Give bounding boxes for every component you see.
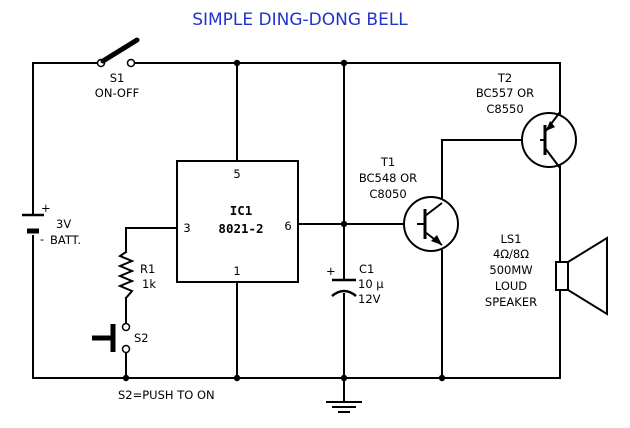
battery: + - 3V BATT.: [22, 201, 81, 247]
transistor-t1: T1 BC548 OR C8050: [359, 155, 459, 252]
ic1-pin-top: 5: [233, 167, 240, 181]
ic1-part: 8021-2: [218, 221, 263, 236]
ic1-pin-left: 3: [183, 221, 190, 235]
ls1-line2: SPEAKER: [485, 295, 537, 309]
r1-ref: R1: [140, 262, 155, 276]
switch-s1: S1 ON-OFF: [95, 37, 140, 100]
t1-part: BC548 OR: [359, 171, 417, 185]
s1-label: ON-OFF: [95, 86, 139, 100]
c1-plus: +: [326, 264, 336, 278]
t2-ref: T2: [497, 71, 512, 85]
ic1-pin-bottom: 1: [233, 264, 240, 278]
ic1: IC1 8021-2 5 3 6 1: [176, 160, 299, 283]
transistor-t2: T2 BC557 OR C8550: [476, 71, 577, 169]
t1-ref: T1: [380, 155, 395, 169]
c1-ref: C1: [359, 262, 374, 276]
battery-label: BATT.: [50, 233, 81, 247]
c1-value: 10 μ: [358, 277, 384, 291]
speaker-ls1: LS1 4Ω/8Ω 500MW LOUD SPEAKER: [485, 232, 608, 316]
battery-plus: +: [41, 201, 51, 215]
ic1-ref: IC1: [230, 203, 253, 218]
junction-dots: [122, 59, 446, 382]
s2-note: S2=PUSH TO ON: [118, 388, 215, 402]
diagram-title: SIMPLE DING-DONG BELL: [192, 10, 408, 30]
ls1-power: 500MW: [489, 263, 532, 277]
ls1-ref: LS1: [500, 232, 521, 246]
resistor-r1: R1 1k: [117, 250, 156, 300]
ls1-line1: LOUD: [495, 279, 527, 293]
t2-alt: C8550: [486, 102, 523, 116]
pushbutton-s2: S2 S2=PUSH TO ON: [92, 322, 215, 402]
t2-part: BC557 OR: [476, 86, 534, 100]
ground-symbol: [326, 401, 362, 413]
r1-value: 1k: [142, 277, 156, 291]
s1-ref: S1: [110, 71, 125, 85]
battery-voltage: 3V: [56, 217, 71, 231]
t1-alt: C8050: [369, 187, 406, 201]
capacitor-c1: + C1 10 μ 12V: [326, 262, 384, 306]
battery-minus: -: [40, 232, 44, 246]
ic1-pin-right: 6: [284, 219, 291, 233]
s2-ref: S2: [134, 331, 149, 345]
ls1-impedance: 4Ω/8Ω: [493, 247, 529, 261]
c1-voltage: 12V: [358, 292, 381, 306]
